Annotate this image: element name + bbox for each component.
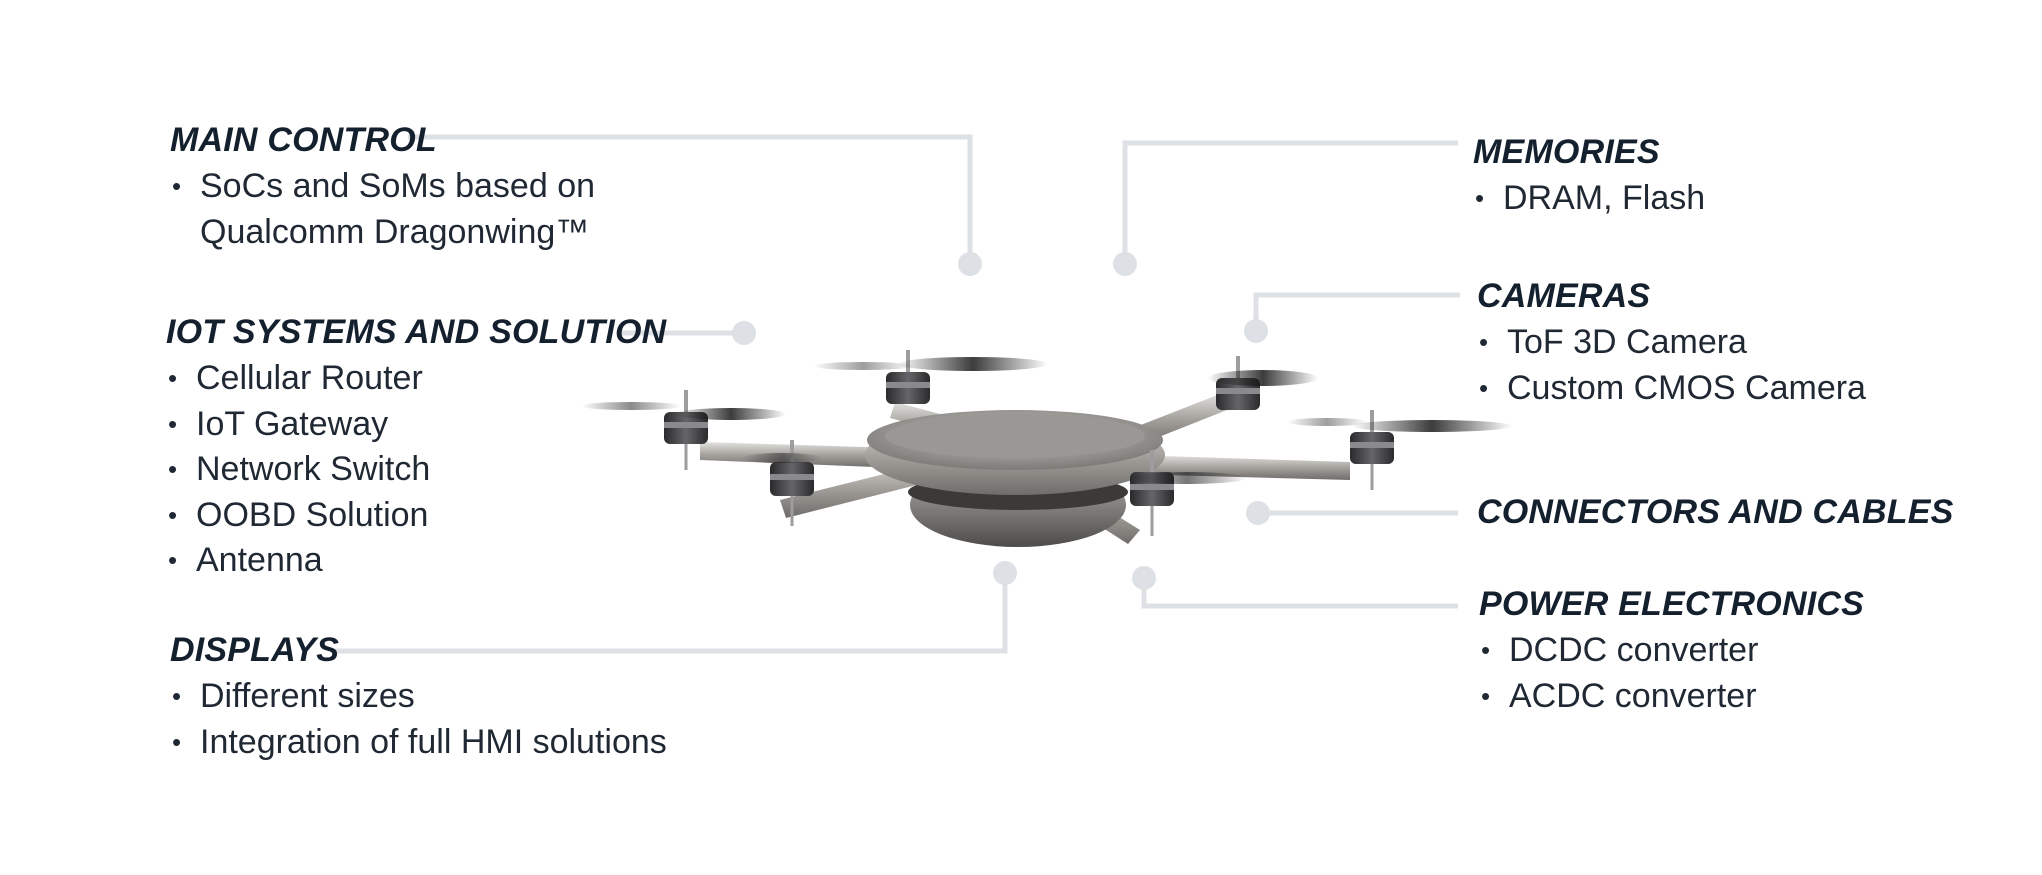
callout-title: POWER ELECTRONICS <box>1479 585 1864 623</box>
list-item: IoT Gateway <box>166 402 666 448</box>
leader-dot-cameras <box>1244 319 1268 343</box>
callout-cameras: CAMERAS ToF 3D Camera Custom CMOS Camera <box>1477 276 1866 411</box>
list-item: Network Switch <box>166 447 666 493</box>
list-item: Antenna <box>166 538 666 584</box>
list-item: Integration of full HMI solutions <box>170 720 667 766</box>
leader-dot-iot <box>732 321 756 345</box>
callout-main-control: MAIN CONTROL SoCs and SoMs based on Qual… <box>170 120 595 255</box>
callout-list: ToF 3D Camera Custom CMOS Camera <box>1477 320 1866 411</box>
leader-cameras <box>1253 292 1460 330</box>
callout-title: DISPLAYS <box>170 631 340 669</box>
callout-title: CONNECTORS AND CABLES <box>1477 493 1954 531</box>
list-item: Different sizes <box>170 674 667 720</box>
callout-title: CAMERAS <box>1477 277 1651 315</box>
list-item: DRAM, Flash <box>1473 176 1705 222</box>
leader-memories <box>1122 140 1458 262</box>
callout-iot-systems: IOT SYSTEMS AND SOLUTION Cellular Router… <box>166 312 666 584</box>
callout-title: IOT SYSTEMS AND SOLUTION <box>166 313 667 351</box>
leader-dot-displays <box>993 561 1017 585</box>
list-item: Custom CMOS Camera <box>1477 366 1866 412</box>
leader-displays <box>335 575 1008 654</box>
callout-displays: DISPLAYS Different sizes Integration of … <box>170 630 667 765</box>
leader-dot-power <box>1132 566 1156 590</box>
list-item: ACDC converter <box>1479 674 1864 720</box>
callout-memories: MEMORIES DRAM, Flash <box>1473 132 1705 222</box>
list-item: Qualcomm Dragonwing™ <box>200 212 590 251</box>
callout-list: Cellular Router IoT Gateway Network Swit… <box>166 356 666 584</box>
list-item: SoCs and SoMs based on <box>170 164 595 210</box>
callout-list: SoCs and SoMs based on Qualcomm Dragonwi… <box>170 164 595 255</box>
leader-dot-main-control <box>958 252 982 276</box>
list-item: DCDC converter <box>1479 628 1864 674</box>
leader-main-control <box>408 134 973 262</box>
leader-dot-connectors <box>1246 501 1270 525</box>
callout-list: DCDC converter ACDC converter <box>1479 628 1864 719</box>
callout-title: MAIN CONTROL <box>170 121 437 159</box>
list-item: Cellular Router <box>166 356 666 402</box>
callout-power-electronics: POWER ELECTRONICS DCDC converter ACDC co… <box>1479 584 1864 719</box>
callout-connectors: CONNECTORS AND CABLES <box>1477 492 1953 532</box>
list-item: ToF 3D Camera <box>1477 320 1866 366</box>
callout-title: MEMORIES <box>1473 133 1660 171</box>
callout-list: DRAM, Flash <box>1473 176 1705 222</box>
leader-dot-memories <box>1113 252 1137 276</box>
list-item: OOBD Solution <box>166 493 666 539</box>
callout-list: Different sizes Integration of full HMI … <box>170 674 667 765</box>
